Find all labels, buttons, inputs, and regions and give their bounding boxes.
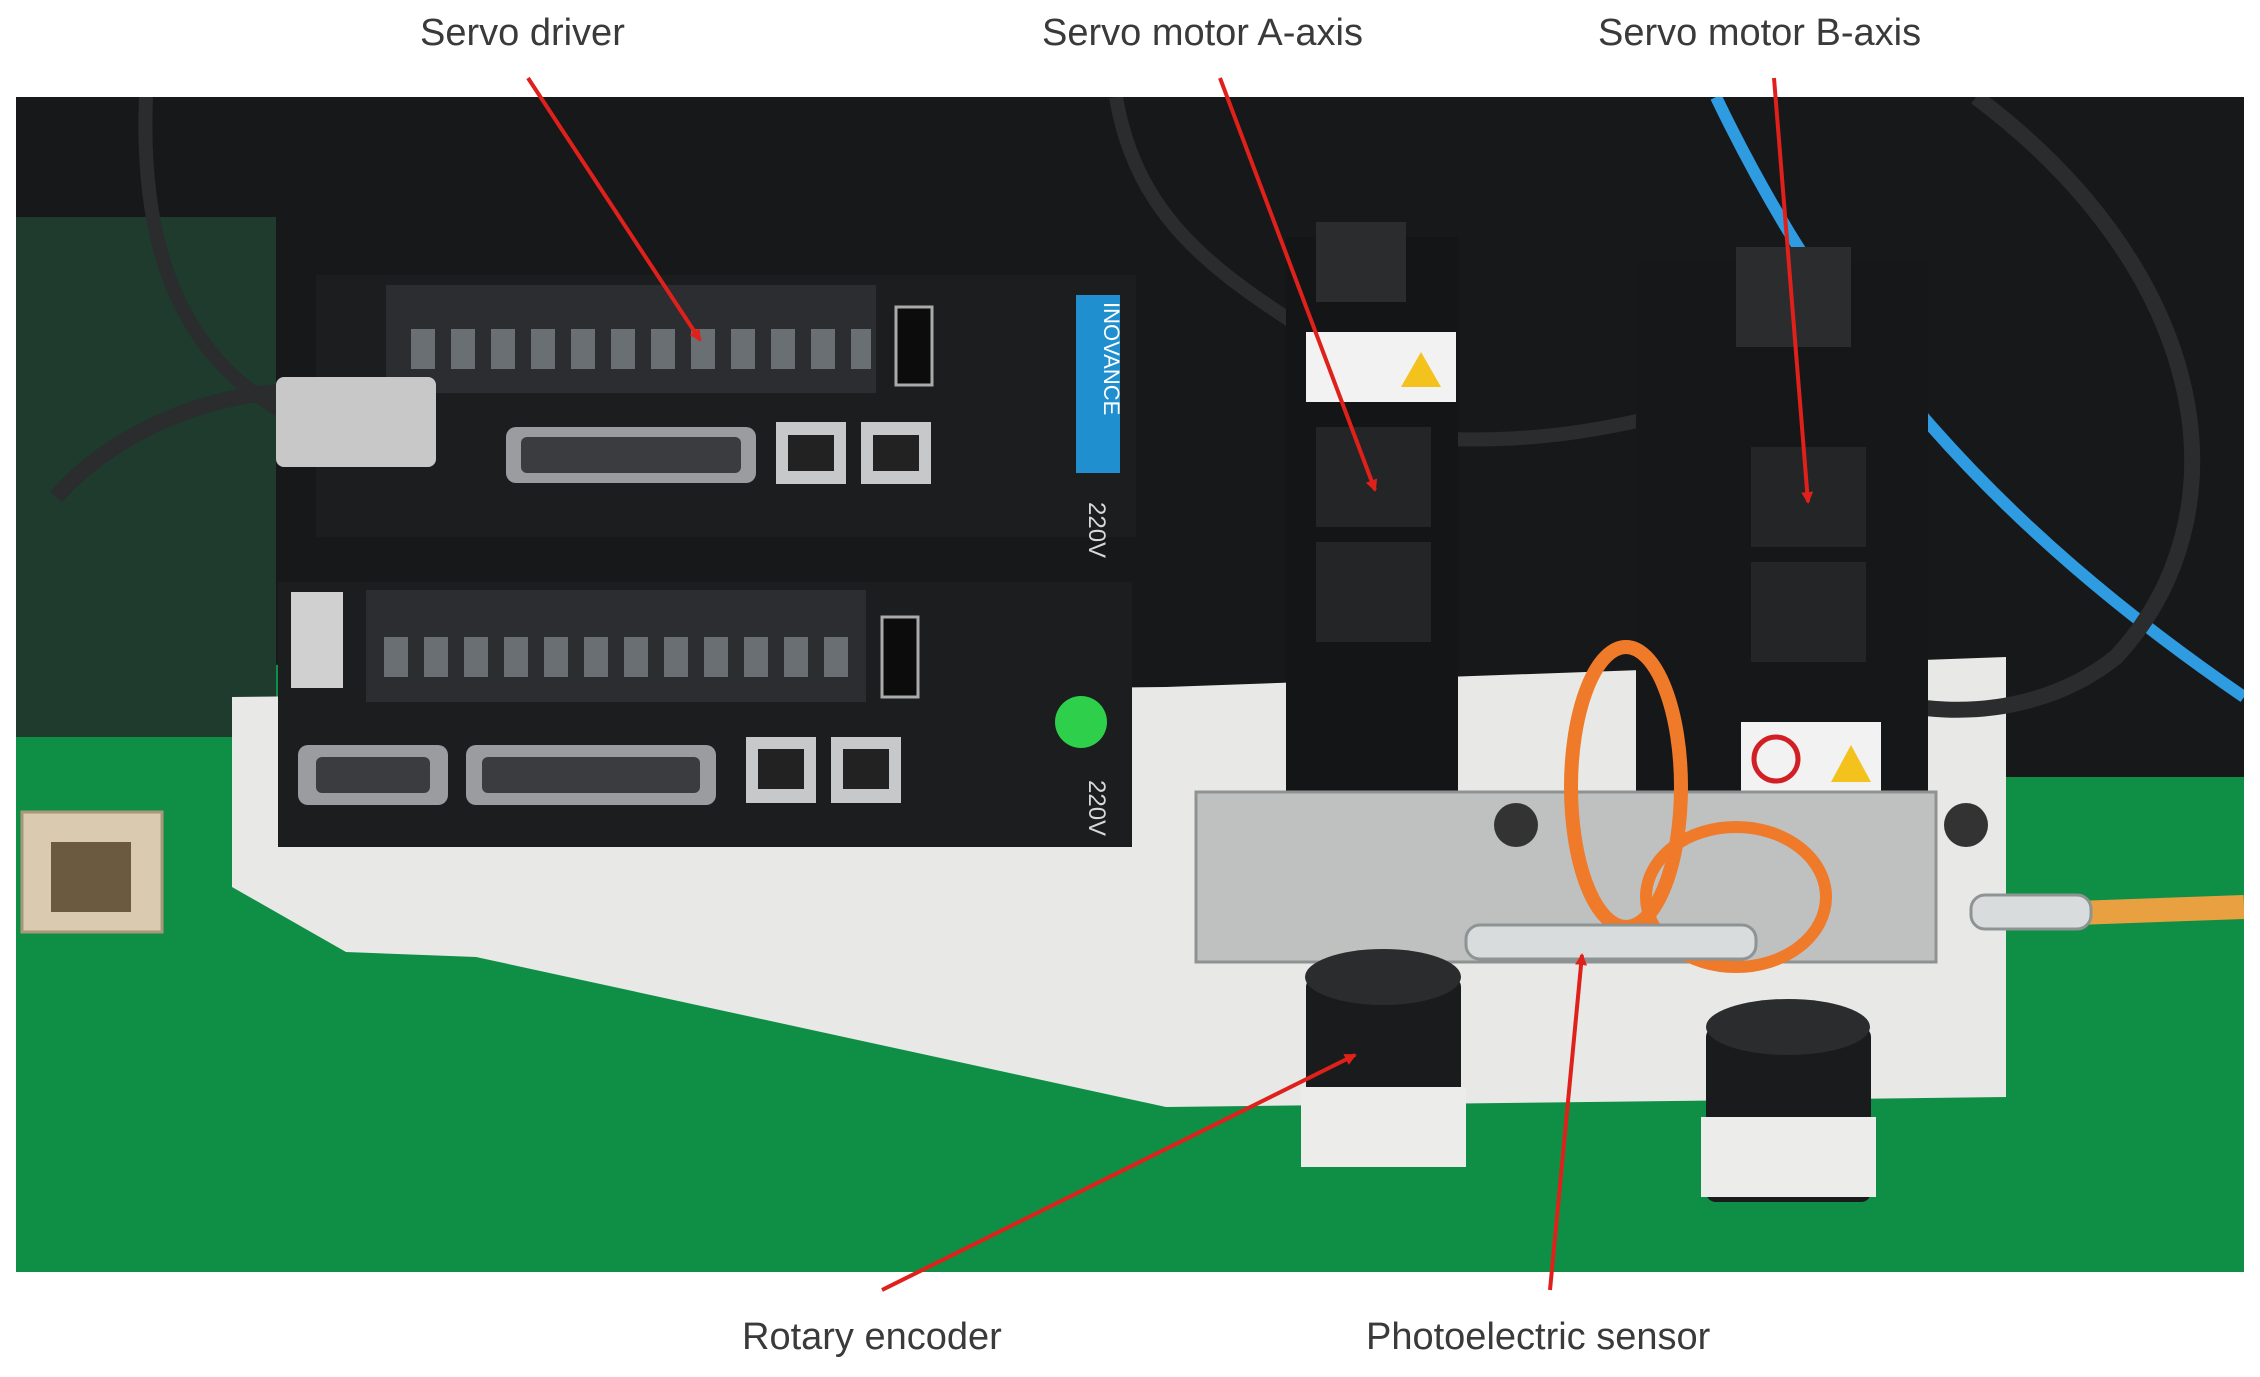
label-servo-driver: Servo driver bbox=[420, 12, 625, 54]
servo-driver-top: INOVANCE 220V bbox=[276, 275, 1136, 558]
rotary-encoder-b bbox=[1701, 999, 1876, 1202]
label-rotary-encoder: Rotary encoder bbox=[742, 1316, 1002, 1358]
left-cabinet bbox=[16, 217, 276, 737]
servo-driver-bottom: 220V bbox=[278, 582, 1132, 847]
voltage-bottom: 220V bbox=[1083, 780, 1110, 836]
equipment-photo: INOVANCE 220V 220V bbox=[16, 97, 2244, 1272]
label-servo-motor-b-axis: Servo motor B-axis bbox=[1598, 12, 1922, 54]
label-servo-motor-a-axis: Servo motor A-axis bbox=[1042, 12, 1363, 54]
label-photoelectric-sensor: Photoelectric sensor bbox=[1366, 1316, 1711, 1358]
photoelectric-sensor bbox=[1464, 923, 1758, 961]
brand-text: INOVANCE bbox=[1099, 302, 1124, 415]
voltage-top: 220V bbox=[1083, 502, 1110, 558]
rotary-encoder-a bbox=[1301, 949, 1466, 1167]
